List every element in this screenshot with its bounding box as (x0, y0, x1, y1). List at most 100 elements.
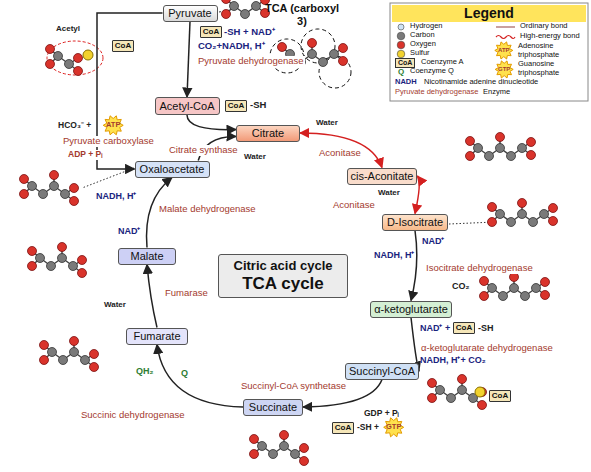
annotation: Water (378, 188, 400, 197)
node-label: TCA cycle (242, 274, 324, 294)
metabolite-box: Acetyl-CoA (155, 97, 220, 115)
enzyme-label: Isocitrate dehydrogenase (425, 263, 534, 274)
annotation: HCO₃⁻ + (58, 121, 91, 131)
annotation: NADH, H⁺ (96, 191, 137, 201)
energy-star (103, 116, 123, 135)
legend-sample: Q (398, 67, 404, 76)
coenzyme-label: CoA (115, 41, 131, 50)
annotation: -SH (478, 323, 494, 333)
coenzyme-box: CoA (332, 422, 354, 433)
node-label: α-ketoglutarate (374, 303, 448, 316)
acetyl-outline (47, 41, 103, 75)
molecule-model (46, 45, 83, 76)
legend-sample: GTP (498, 66, 510, 73)
annotation: NAD⁺ (422, 236, 445, 246)
sulfur-atom (83, 50, 93, 60)
enzyme-label: Fumarase (164, 288, 209, 299)
node-label: D-Isocitrate (387, 216, 443, 229)
enzyme-label: Pyruvate carboxylase (62, 136, 155, 147)
legend-sample: ATP (498, 47, 510, 54)
node-label: Malate (130, 250, 163, 263)
node-label: Oxaloacetate (140, 163, 205, 176)
coenzyme-box: CoA (112, 40, 134, 51)
energy-star (495, 42, 513, 59)
annotation: -SH + NAD⁺ (224, 27, 275, 38)
molecule-model (28, 243, 87, 278)
legend-sample: Pyruvate dehydrogenase (395, 88, 478, 97)
legend-text: Enzyme (483, 88, 510, 97)
legend-text: Guanosine triphosphate (518, 60, 580, 77)
annotation: CO₂ (452, 281, 470, 291)
metabolite-box: Pyruvate (163, 5, 218, 22)
legend-frame (390, 3, 588, 101)
reaction-arrow (187, 115, 236, 130)
energy-star (384, 418, 404, 437)
enzyme-label: Pyruvate dehydrogenase (197, 56, 305, 67)
bond-sample (496, 26, 515, 28)
bond-sample (496, 36, 515, 39)
molecule-model (222, 0, 270, 19)
atom-sample (397, 32, 405, 40)
annotation: Water (104, 300, 126, 309)
enzyme-label: Aconitase (318, 148, 362, 159)
metabolite-box: Citrate (236, 125, 300, 142)
annotation: QH₂ (136, 366, 154, 376)
reaction-arrow (147, 265, 157, 328)
sulfur-atom (475, 387, 485, 397)
legend-text: Sulfur (410, 49, 430, 58)
node-label: Acetyl-CoA (159, 100, 214, 113)
reaction-arrow (187, 22, 190, 98)
molecule-model (480, 273, 550, 301)
node-label: cis-Aconitate (351, 170, 414, 183)
node-label: Pyruvate (168, 7, 211, 20)
annotation: GTP (386, 423, 401, 432)
reaction-arrow (300, 133, 382, 168)
carboxyl-ring (319, 56, 351, 88)
metabolite-box: cis-Aconitate (347, 168, 418, 185)
coenzyme-label: CoA (456, 323, 472, 332)
coenzyme-box: CoA (489, 390, 511, 401)
molecule-model (250, 431, 309, 466)
annotation: -SH (250, 100, 266, 111)
legend-text: Nicotinamide adenine dinucleotide (424, 78, 538, 87)
annotation: CO₂+NADH, H⁺ (198, 41, 265, 52)
legend-text: Carbon (410, 31, 435, 40)
coenzyme-label: CoA (335, 423, 351, 432)
annotation: NADH, H⁺ (374, 250, 415, 260)
legend-text: Coenzyme A (421, 58, 464, 67)
metabolite-box: Succinyl-CoA (345, 363, 419, 380)
annotation: NADH, H⁺+ CO₂ (420, 355, 486, 365)
annotation: TCA (carboxyl 3) (262, 2, 342, 27)
atom-sample (398, 24, 404, 30)
enzyme-label: α-ketoglutarate dehydrogenase (420, 343, 554, 354)
metabolite-box: Oxaloacetate (135, 161, 210, 178)
annotation: Acetyl (56, 24, 80, 33)
annotation: GDP + Pᵢ (364, 409, 399, 419)
coenzyme-box: CoA (225, 100, 247, 111)
atom-sample (397, 41, 405, 49)
enzyme-label: Succinyl-CoA synthetase (240, 381, 347, 392)
molecule-model (428, 375, 487, 410)
legend-sample: Legend (392, 5, 586, 21)
reaction-arrow (157, 345, 243, 408)
legend-text: Adenosine triphosphate (518, 42, 580, 59)
metabolite-box: Fumarate (126, 328, 188, 345)
node-label: Succinyl-CoA (349, 365, 415, 378)
annotation: Water (244, 152, 266, 161)
legend-sample: NADH (395, 78, 417, 87)
enzyme-label: Aconitase (332, 200, 376, 211)
annotation: ATP (106, 121, 120, 130)
coenzyme-label: CoA (228, 101, 244, 110)
annotation: NAD⁺ (118, 226, 141, 236)
annotation: ADP + Pᵢ (68, 150, 102, 160)
title-box: Citric acid cycleTCA cycle (218, 254, 348, 298)
reaction-arrow (411, 231, 417, 301)
metabolite-box: α-ketoglutarate (370, 301, 452, 318)
carboxyl-ring (301, 29, 335, 63)
metabolite-box: Malate (118, 248, 176, 265)
annotation: -SH + (357, 423, 379, 433)
molecule-model (488, 199, 558, 227)
node-label: Citric acid cycle (234, 259, 333, 274)
molecule-model (40, 337, 99, 372)
